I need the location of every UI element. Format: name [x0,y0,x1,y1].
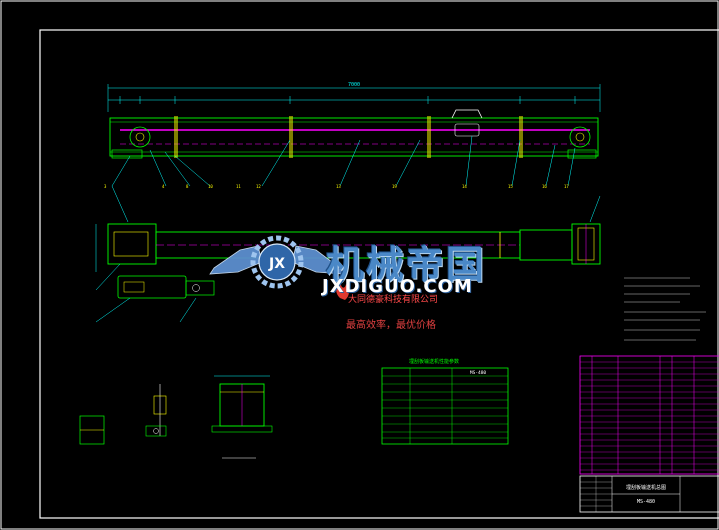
svg-text:4: 4 [162,184,165,189]
drawing-inner-frame [39,29,719,519]
title-block: 埋刮板输送机总图 MS-480 [579,475,719,513]
watermark-url: JXDIGUO.COM [322,276,473,297]
conveyor-side-elevation: 7000 [104,82,601,189]
watermark-flame-icon [336,282,349,300]
svg-text:17: 17 [564,184,569,189]
section-detail-views [79,375,273,459]
watermark-company: 大同德豪科技有限公司 [348,295,439,305]
param-table-model: MS-480 [470,370,487,376]
watermark-slogan: 最高效率，最优价格 [346,320,436,331]
watermark-brand: 机械帝国 [326,243,487,287]
overall-length-dim: 7000 [348,82,360,88]
svg-text:11: 11 [236,184,241,189]
svg-text:12: 12 [256,184,261,189]
title-block-code: MS-480 [637,499,655,505]
svg-text:13: 13 [336,184,341,189]
param-table-title: 埋刮板输送机性能参数 [409,358,459,365]
parameter-table: 埋刮板输送机性能参数 MS-480 [381,358,509,445]
svg-text:19: 19 [392,184,397,189]
svg-text:14: 14 [462,184,467,189]
conveyor-plan-view [95,185,601,323]
technical-notes [624,277,706,341]
svg-text:3: 3 [104,184,107,189]
svg-text:JX: JX [268,256,285,272]
parts-list-table [579,355,719,475]
svg-text:15: 15 [508,184,513,189]
svg-text:16: 16 [542,184,547,189]
title-block-name: 埋刮板输送机总图 [626,484,666,491]
watermark-gear-emblem: JX [209,235,345,289]
svg-text:8: 8 [186,184,189,189]
svg-text:10: 10 [208,184,213,189]
